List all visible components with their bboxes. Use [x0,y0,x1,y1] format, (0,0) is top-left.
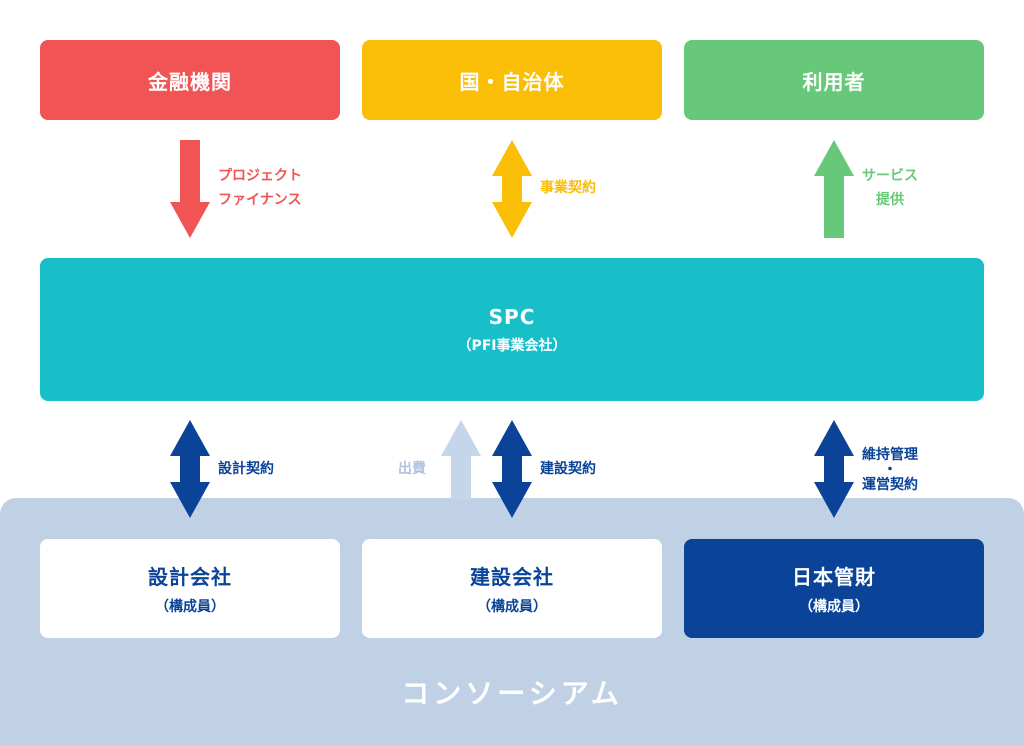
member-design-company: 設計会社 （構成員） [40,539,340,638]
maintenance-arrow-label: 維持管理 ・ 運営契約 [862,444,918,496]
member-nihon-kanzai-subtitle: （構成員） [799,599,869,615]
maintenance-double-arrow [814,420,854,518]
users-arrow-label-line2: 提供 [876,192,904,208]
member-nihon-kanzai-title: 日本管財 [792,565,876,589]
users-box: 利用者 [684,40,984,120]
member-construction-subtitle: （構成員） [477,599,547,615]
finance-arrow-label-line2: ファイナンス [218,192,302,208]
spc-subtitle: （PFI事業会社） [457,337,567,354]
construction-double-arrow [492,420,532,518]
finance-title: 金融機関 [148,69,232,94]
users-arrow-label-line1: サービス [862,168,918,184]
government-arrow-label: 事業契約 [540,180,596,196]
member-construction-title: 建設会社 [470,565,554,589]
finance-down-arrow [170,140,210,238]
spc-box: SPC （PFI事業会社） [40,258,984,401]
design-double-arrow [170,420,210,518]
member-nihon-kanzai: 日本管財 （構成員） [684,539,984,638]
users-arrow-label: サービス 提供 [862,164,918,212]
finance-arrow-label-line1: プロジェクト [218,168,302,184]
member-design-title: 設計会社 [148,565,232,589]
member-construction-company: 建設会社 （構成員） [362,539,662,638]
construction-arrow-label: 建設契約 [540,461,596,477]
users-up-arrow [814,140,854,238]
investment-up-arrow [441,420,481,500]
government-double-arrow [492,140,532,238]
finance-arrow-label: プロジェクト ファイナンス [218,164,302,212]
users-title: 利用者 [802,69,866,94]
government-title: 国・自治体 [459,69,565,94]
consortium-label: コンソーシアム [401,677,623,710]
maintenance-arrow-label-dot: ・ [883,462,897,478]
spc-title: SPC [488,304,536,329]
finance-box: 金融機関 [40,40,340,120]
member-design-subtitle: （構成員） [155,599,225,615]
investment-arrow-label: 出費 [398,461,426,477]
maintenance-arrow-label-line1: 維持管理 [862,447,918,463]
government-box: 国・自治体 [362,40,662,120]
design-arrow-label: 設計契約 [218,461,274,477]
maintenance-arrow-label-line2: 運営契約 [862,477,918,493]
